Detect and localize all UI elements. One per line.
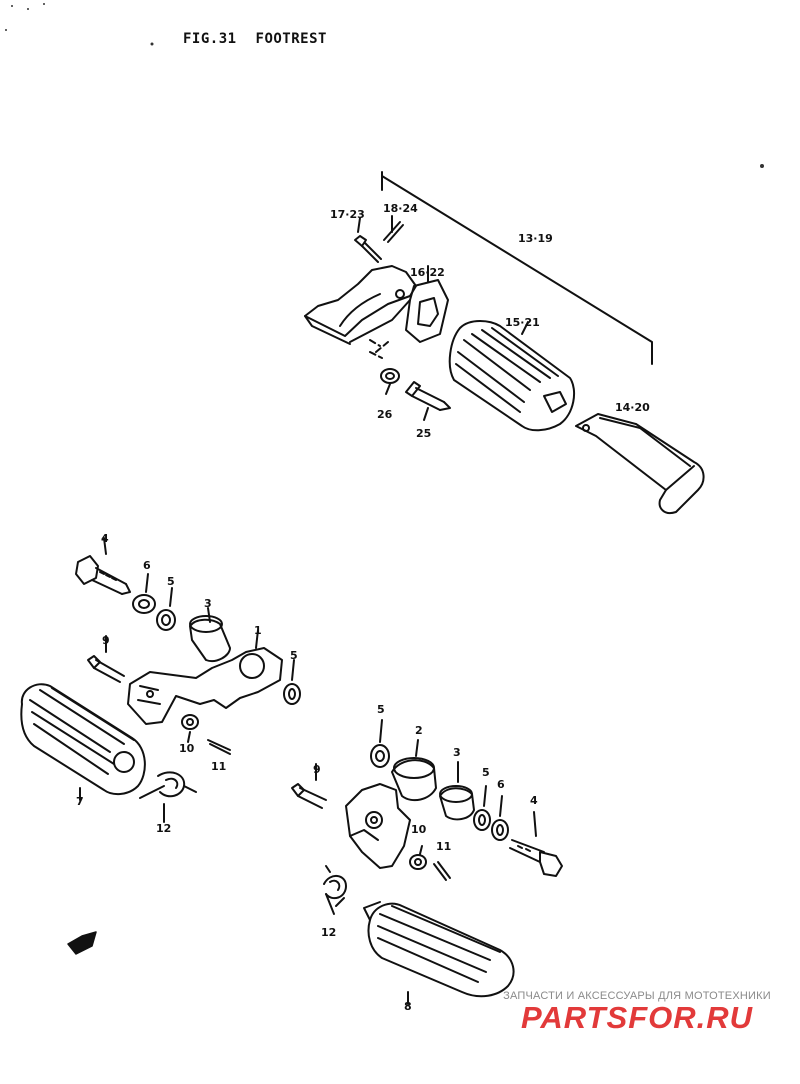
- callout-12-left: 12: [156, 822, 172, 835]
- washer-6-left: [132, 573, 156, 614]
- callout-26: 26: [377, 408, 393, 421]
- callout-25: 25: [416, 427, 432, 440]
- callout-3-right: 3: [453, 746, 461, 759]
- footrest-bracket-arm: [304, 265, 417, 359]
- callout-7: 7: [76, 795, 84, 808]
- footrest-rubber-8: [363, 901, 515, 1005]
- callout-5-left-upper: 5: [167, 575, 175, 588]
- footrest-rubber-7: [20, 683, 146, 801]
- callout-6-left: 6: [143, 559, 151, 572]
- callout-8: 8: [404, 1000, 412, 1013]
- rubber-grip-15-21: [448, 320, 576, 432]
- collar-3-left: [189, 607, 231, 662]
- pin-9-right: [291, 763, 327, 809]
- callout-9-right: 9: [313, 763, 321, 776]
- callout-17-23: 17·23: [330, 208, 365, 221]
- footrest-arm-2: [345, 783, 411, 869]
- callout-2: 2: [415, 724, 423, 737]
- figure-title: FIG.31 FOOTREST: [183, 31, 337, 47]
- callout-9-left: 9: [102, 634, 110, 647]
- gasket-16-22: [405, 265, 449, 343]
- watermark-brand: PARTSFOR.RU: [520, 1000, 754, 1035]
- callout-3-left: 3: [204, 597, 212, 610]
- bracket-13-19-line: [381, 171, 653, 365]
- callout-4-right: 4: [530, 794, 538, 807]
- cotter-pin-11-left: [207, 739, 231, 755]
- callout-11-right: 11: [436, 840, 452, 853]
- callout-18-24: 18·24: [383, 202, 418, 215]
- footrest-peg-14-20: [575, 413, 705, 514]
- washer-5-left-lower: [283, 659, 301, 705]
- footrest-arm-1: [127, 629, 283, 725]
- callout-4-left: 4: [101, 532, 109, 545]
- callout-16-22: 16·22: [410, 266, 445, 279]
- spring-12-left: [139, 771, 197, 823]
- callout-5-right-lower: 5: [482, 766, 490, 779]
- cotter-pin-11-right: [433, 861, 451, 881]
- washer-10-left: [181, 714, 199, 743]
- callout-5-right-upper: 5: [377, 703, 385, 716]
- callout-13-19: 13·19: [518, 232, 553, 245]
- callout-11-left: 11: [211, 760, 227, 773]
- scan-specks: [5, 3, 764, 168]
- collar-2: [391, 739, 437, 802]
- callout-5-left-lower: 5: [290, 649, 298, 662]
- spring-12-right: [323, 865, 347, 915]
- collar-3-right: [439, 761, 475, 821]
- watermark: ЗАПЧАСТИ И АКСЕССУАРЫ ДЛЯ МОТОТЕХНИКИ PA…: [487, 990, 787, 1036]
- washer-26: [380, 368, 400, 395]
- figure-number: FIG.31: [183, 31, 237, 47]
- washer-5-right-lower: [473, 785, 491, 831]
- front-arrow-icon: [67, 931, 97, 955]
- callout-12-right: 12: [321, 926, 337, 939]
- watermark-tagline: ЗАПЧАСТИ И АКСЕССУАРЫ ДЛЯ МОТОТЕХНИКИ: [503, 990, 771, 1002]
- bolt-25: [405, 381, 451, 421]
- figure-name: FOOTREST: [255, 31, 327, 47]
- callout-14-20: 14·20: [615, 401, 650, 414]
- washer-5-right-upper: [370, 719, 390, 768]
- callout-1: 1: [254, 624, 262, 637]
- bolt-4-left: [75, 537, 131, 595]
- callout-15-21: 15·21: [505, 316, 540, 329]
- pin-9-left: [87, 635, 125, 683]
- washer-6-right: [491, 795, 509, 841]
- washer-10-right: [409, 845, 427, 870]
- washer-5-left-upper: [156, 587, 176, 631]
- pin-17-23: [354, 217, 382, 263]
- callout-10-left: 10: [179, 742, 195, 755]
- callout-10-right: 10: [411, 823, 427, 836]
- callout-6-right: 6: [497, 778, 505, 791]
- bolt-4-right: [509, 811, 563, 877]
- cotter-pin-18-24: [383, 215, 404, 243]
